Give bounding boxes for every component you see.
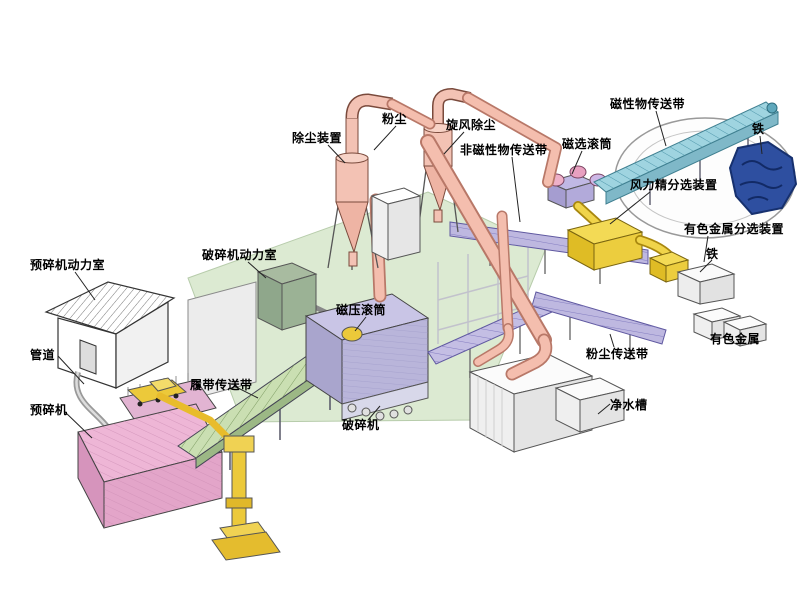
magnetic-material-conveyor-belt xyxy=(593,101,779,205)
label-magnetic-material-conveyor: 磁性物传送带 xyxy=(610,97,686,111)
label-air-fine-sorting-device: 风力精分选装置 xyxy=(630,178,718,192)
label-pre-crusher-power-room: 预碎机动力室 xyxy=(30,258,106,272)
label-pre-crusher: 预碎机 xyxy=(30,403,68,417)
feed-pipe xyxy=(73,371,111,430)
label-iron-right: 铁 xyxy=(706,247,719,261)
label-dust-removal-device: 除尘装置 xyxy=(292,131,343,145)
iron-pile xyxy=(728,140,798,216)
leader-lines xyxy=(57,110,763,439)
air-sorting-device xyxy=(566,201,690,283)
label-magnetic-separation-drum: 磁选滚筒 xyxy=(562,137,613,151)
label-clean-water-tank: 净水槽 xyxy=(610,398,648,412)
pre-crusher-power-room-building xyxy=(44,281,176,389)
magnetic-separation-drum-unit xyxy=(546,165,607,209)
nonferrous-metal-output xyxy=(692,307,768,347)
main-duct-pipes xyxy=(386,92,562,381)
label-track-conveyor: 履带传送带 xyxy=(190,378,253,392)
label-magnetic-press-drum: 磁压滚筒 xyxy=(336,303,387,317)
label-non-magnetic-conveyor: 非磁性物传送带 xyxy=(460,143,548,157)
crusher-machine xyxy=(304,293,430,421)
clean-water-tank-unit xyxy=(468,353,626,453)
label-dust-conveyor: 粉尘传送带 xyxy=(586,347,649,361)
label-nonferrous-sorting-device: 有色金属分选装置 xyxy=(684,222,785,236)
nonferrous-sorting-device-unit xyxy=(676,263,736,305)
label-cyclone-dust-removal: 旋风除尘 xyxy=(446,118,497,132)
yellow-column-assembly xyxy=(156,392,281,561)
label-nonferrous-metal: 有色金属 xyxy=(710,332,761,346)
label-iron-top: 铁 xyxy=(752,122,765,136)
cyclone-left xyxy=(335,93,394,267)
label-dust: 粉尘 xyxy=(382,112,408,126)
label-crusher: 破碎机 xyxy=(342,418,380,432)
magnetic-press-drum-roller xyxy=(341,326,363,342)
filter-box xyxy=(370,187,422,261)
dust-conveyor-belt xyxy=(531,291,667,360)
label-pipe: 管道 xyxy=(30,348,56,362)
label-crusher-power-room: 破碎机动力室 xyxy=(202,248,278,262)
